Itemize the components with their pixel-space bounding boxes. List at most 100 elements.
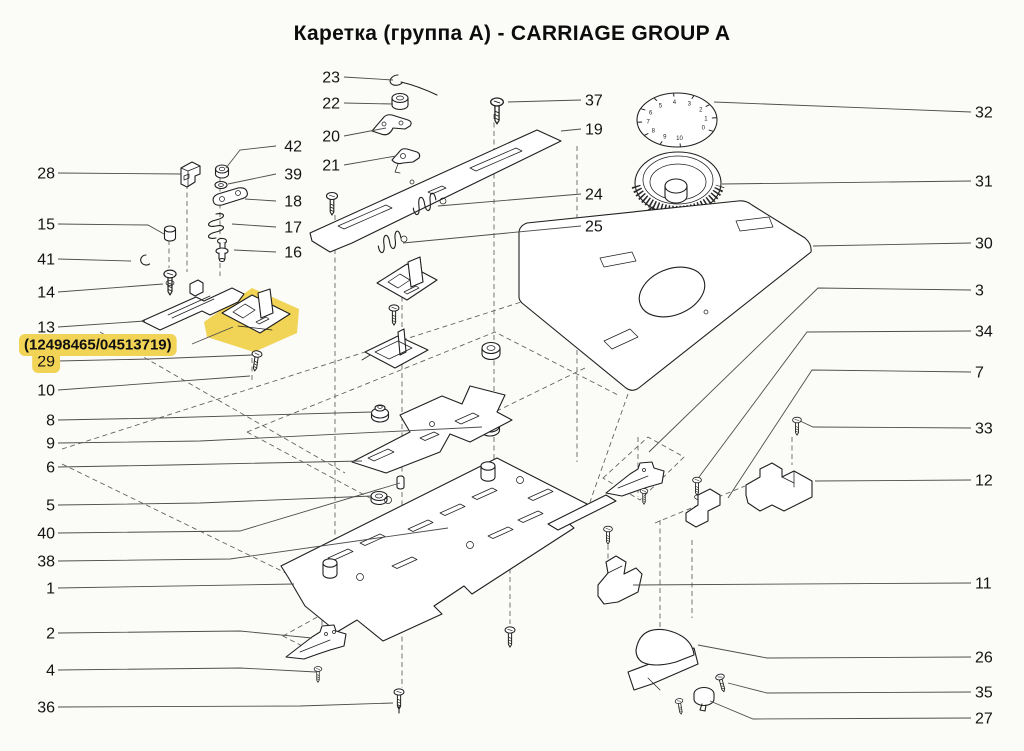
callout-leader-30 — [812, 242, 972, 247]
callout-8: 8 — [46, 413, 55, 430]
dial-tick — [691, 95, 695, 99]
callout-11: 11 — [975, 576, 992, 593]
callout-15: 15 — [37, 217, 55, 234]
part-card-guide-upper — [376, 256, 438, 301]
callout-14: 14 — [37, 285, 55, 302]
dial-number-5: 5 — [659, 103, 663, 109]
callout-13: 13 — [37, 320, 55, 337]
dial-number-1: 1 — [704, 116, 708, 122]
part-29-card-guide-highlighted — [221, 288, 291, 334]
callout-24: 24 — [585, 187, 603, 204]
callout-leader-21 — [343, 155, 397, 166]
dial-number-6: 6 — [649, 110, 653, 116]
part-21-latch — [391, 148, 421, 174]
callout-39: 39 — [284, 167, 302, 184]
callout-leader-17 — [231, 223, 277, 228]
callout-36: 36 — [37, 700, 55, 717]
callout-leader-41 — [57, 258, 132, 262]
callout-37: 37 — [585, 93, 603, 110]
dial-number-8: 8 — [652, 128, 656, 134]
part-23-wire-hook — [389, 74, 438, 96]
callout-5: 5 — [46, 498, 55, 515]
part-13-bracket-plate — [141, 279, 245, 331]
part-35-screw — [714, 672, 729, 694]
callout-leader-13 — [57, 320, 146, 328]
callout-leader-4 — [57, 667, 317, 673]
callout-1: 1 — [46, 581, 55, 598]
callout-leader-20 — [343, 127, 387, 137]
screw-above-11 — [603, 525, 613, 545]
leader-lines — [57, 76, 972, 720]
part-4-screw — [313, 666, 323, 683]
diagram-title: Каретка (группа А) - CARRIAGE GROUP A — [294, 22, 731, 45]
part-18-plate — [212, 187, 248, 206]
dial-tick — [659, 141, 663, 145]
callout-4: 4 — [46, 663, 55, 680]
callout-leader-25 — [402, 225, 582, 244]
callout-leader-1 — [57, 583, 295, 589]
part-27-thumb-screw — [674, 686, 715, 716]
part-10-bracket — [361, 328, 429, 369]
callout-38: 38 — [37, 554, 55, 571]
callout-6: 6 — [46, 460, 55, 477]
dial-tick — [708, 129, 713, 132]
callout-leader-15 — [57, 223, 165, 235]
part-41-c-clip — [140, 254, 151, 266]
dial-number-7: 7 — [646, 120, 650, 126]
callout-12: 12 — [975, 473, 993, 490]
part-8-stud — [370, 404, 390, 423]
callout-25: 25 — [585, 219, 603, 236]
screw-below-plate — [504, 626, 516, 648]
callout-21: 21 — [322, 158, 340, 175]
callout-leader-42 — [225, 145, 277, 169]
part-5-washer — [370, 490, 388, 506]
callout-16: 16 — [284, 245, 302, 262]
callout-leader-23 — [343, 76, 394, 81]
callout-leader-27 — [709, 700, 972, 720]
part-24-spring — [412, 192, 447, 216]
callout-leader-8 — [57, 411, 373, 421]
screw-below-3 — [639, 488, 649, 505]
callout-leader-11 — [632, 582, 972, 586]
part-2-pointed-bracket — [285, 624, 347, 660]
callout-leader-32 — [713, 101, 972, 113]
callout-7: 7 — [975, 365, 984, 382]
nut-center — [481, 341, 501, 361]
part-39-washer — [214, 180, 228, 190]
callout-20: 20 — [322, 129, 340, 146]
callout-leader-3 — [648, 287, 972, 453]
callout-2: 2 — [46, 626, 55, 643]
part-12-bracket — [745, 462, 813, 512]
highlight-part-number — [19, 334, 177, 356]
part-3-pointed-bracket — [605, 461, 665, 497]
dial-number-9: 9 — [663, 134, 667, 140]
callout-18: 18 — [284, 194, 302, 211]
callout-35: 35 — [975, 685, 993, 702]
part-15-bushing — [163, 225, 177, 242]
callout-leader-22 — [343, 102, 394, 105]
part-37-screw — [490, 97, 504, 125]
callout-leader-36 — [57, 702, 394, 708]
callout-leader-33 — [799, 420, 972, 429]
callout-leader-38 — [57, 527, 449, 562]
dial-number-3: 3 — [688, 102, 692, 108]
callout-leader-40 — [57, 482, 401, 534]
part-14-shoulder-screw — [163, 269, 177, 296]
callout-leader-12 — [814, 479, 972, 482]
callout-leader-2 — [57, 630, 313, 639]
callout-41: 41 — [37, 252, 55, 269]
callout-32: 32 — [975, 105, 993, 122]
callout-leader-18 — [244, 198, 277, 202]
part-22-grommet — [391, 92, 409, 111]
part-7-step-bracket — [685, 488, 721, 528]
part-36-long-screw — [393, 688, 405, 714]
part-30-cover — [518, 200, 812, 391]
dial-number-0: 0 — [702, 126, 706, 132]
callout-30: 30 — [975, 236, 993, 253]
dial-number-2: 2 — [699, 108, 703, 114]
callout-leader-14 — [57, 283, 164, 293]
part-28-switch-block — [180, 161, 201, 188]
